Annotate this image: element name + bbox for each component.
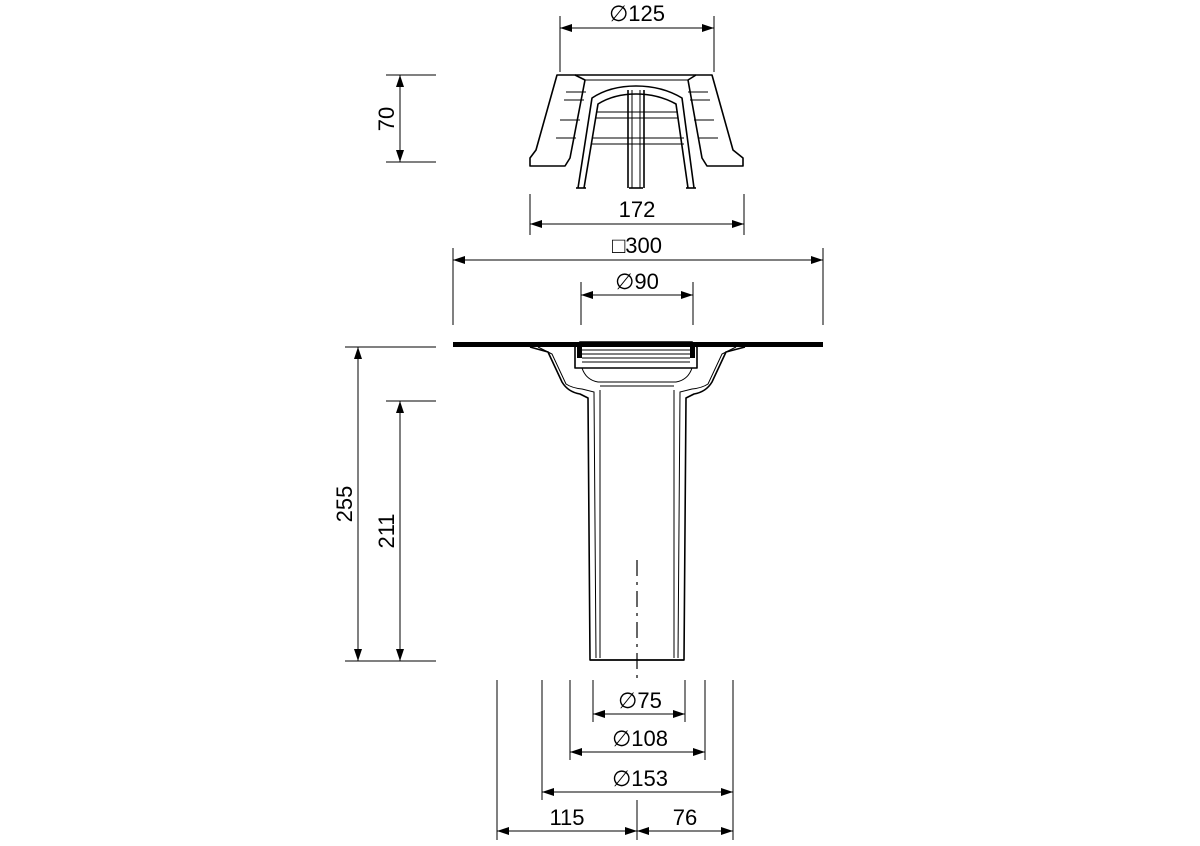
dim-pipe-outer-label: ∅108 xyxy=(612,726,668,751)
dim-grate-base: 172 xyxy=(529,194,745,235)
dim-total-height: 255 xyxy=(332,346,436,662)
dim-pipe-height: 211 xyxy=(374,400,436,661)
dim-pipe-height-label: 211 xyxy=(374,513,399,548)
dim-grate-base-label: 172 xyxy=(619,197,656,222)
dim-offset-left-label: 115 xyxy=(549,805,584,830)
dim-outlet-top: ∅90 xyxy=(580,269,694,325)
gravel-grate xyxy=(529,74,744,189)
bottom-extension-lines xyxy=(496,680,734,840)
dim-grate-height: 70 xyxy=(374,74,436,163)
flange-plate xyxy=(453,342,823,347)
dim-spigot: ∅153 xyxy=(542,766,733,796)
dim-total-height-label: 255 xyxy=(332,486,357,523)
dim-flange-square: □300 xyxy=(452,233,824,325)
dim-spigot-label: ∅153 xyxy=(612,766,668,791)
dim-offset-right-label: 76 xyxy=(673,805,697,830)
dim-offsets: 115 76 xyxy=(497,800,733,840)
drain-body xyxy=(453,341,823,680)
dim-pipe-inner-label: ∅75 xyxy=(618,688,662,713)
dim-grate-height-label: 70 xyxy=(374,107,399,131)
dim-outlet-top-label: ∅90 xyxy=(615,269,659,294)
dim-grate-diameter: ∅125 xyxy=(559,1,715,72)
dim-grate-diameter-label: ∅125 xyxy=(609,1,665,26)
dim-pipe-inner: ∅75 xyxy=(593,688,685,718)
dim-pipe-outer: ∅108 xyxy=(570,726,705,756)
dim-flange-square-label: □300 xyxy=(612,233,662,258)
